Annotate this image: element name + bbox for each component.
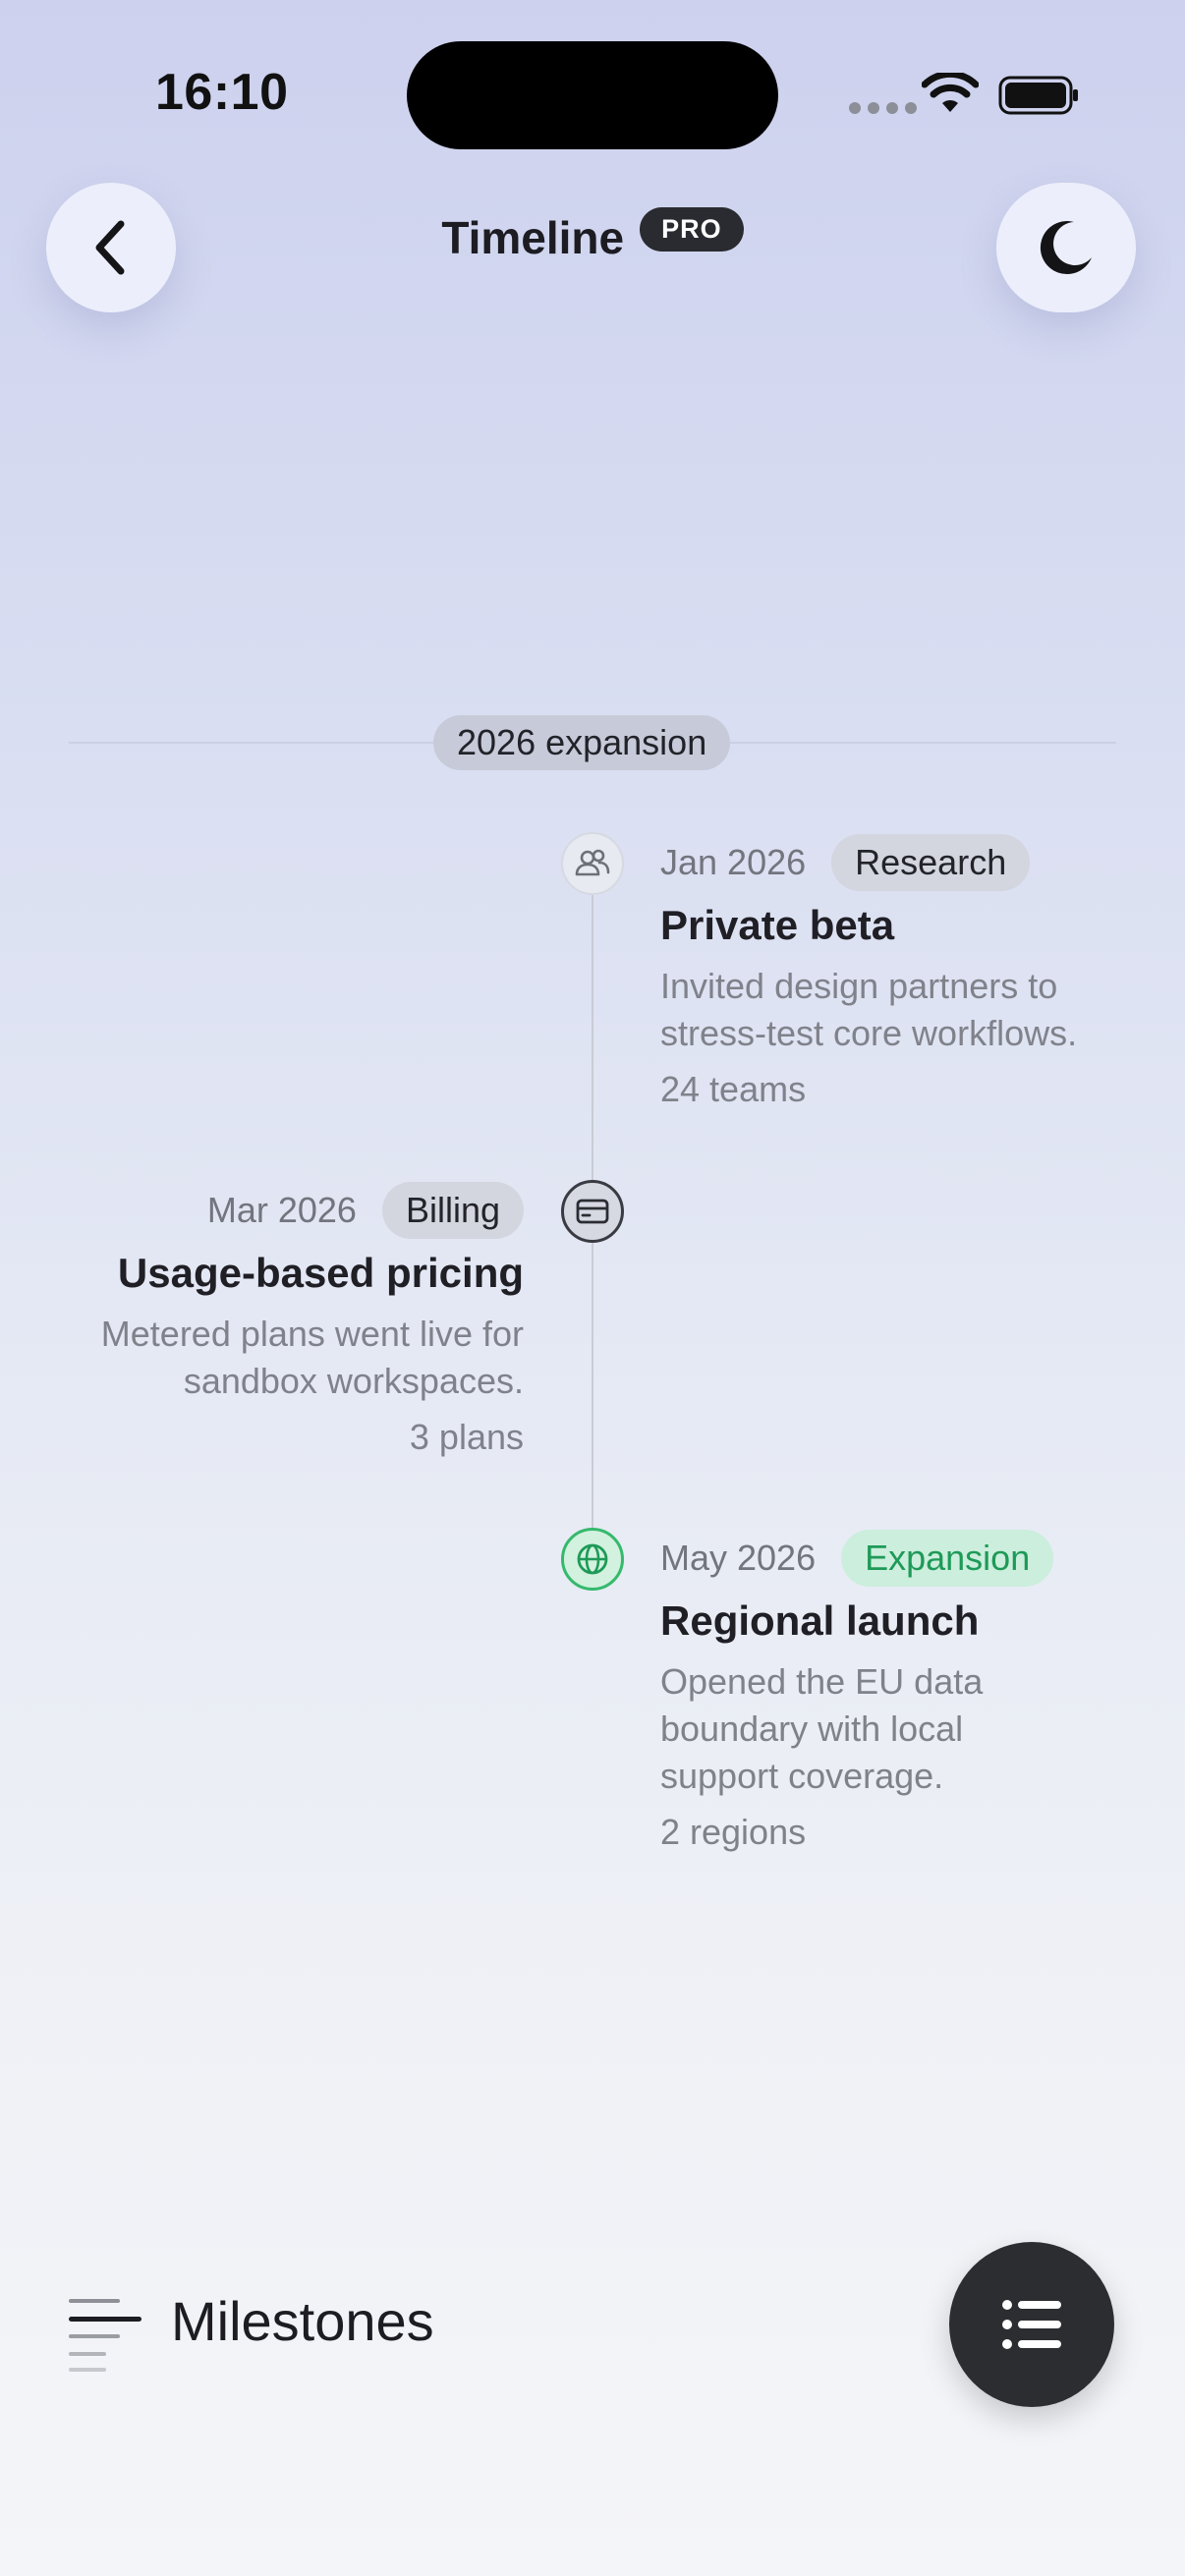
globe-icon [577, 1543, 608, 1575]
theme-toggle-button[interactable] [996, 183, 1136, 312]
timeline-entry-regional-launch[interactable]: May 2026 Expansion Regional launch Opene… [660, 1529, 1073, 1853]
entry-title: Private beta [660, 902, 895, 948]
entry-meta: Jan 2026 Research [660, 833, 1152, 892]
entry-date: Mar 2026 [206, 1190, 357, 1230]
back-button[interactable] [46, 183, 176, 312]
header-title-group: Timeline PRO [0, 206, 1185, 264]
timeline-node [561, 1528, 624, 1591]
credit-card-icon [576, 1199, 609, 1224]
timeline-node [561, 832, 624, 895]
cellular-signal-icon [849, 102, 917, 114]
entry-title: Regional launch [660, 1597, 980, 1644]
entry-description: Opened the EU data boundary with local s… [660, 1661, 984, 1796]
list-view-button[interactable] [949, 2242, 1114, 2407]
entry-description: Invited design partners to stress-test c… [660, 966, 1078, 1053]
battery-icon [998, 76, 1078, 115]
timeline-entry-private-beta[interactable]: Jan 2026 Research Private beta Invited d… [660, 833, 1152, 1110]
dynamic-island [407, 41, 778, 149]
entry-count: 24 teams [660, 1069, 807, 1109]
entry-count: 2 regions [660, 1812, 807, 1852]
entry-tag: Billing [381, 1182, 524, 1239]
list-icon [1002, 2300, 1061, 2349]
chevron-left-icon [95, 220, 125, 275]
entry-count: 3 plans [409, 1417, 524, 1457]
users-icon [575, 849, 610, 876]
timeline-entry-usage-based-pricing[interactable]: Mar 2026 Billing Usage-based pricing Met… [39, 1181, 524, 1458]
wifi-icon [922, 73, 979, 112]
milestones-label: Milestones [171, 2290, 434, 2352]
entry-tag: Expansion [841, 1530, 1054, 1587]
section-label: 2026 expansion [433, 715, 731, 770]
entry-description: Metered plans went live for sandbox work… [100, 1314, 524, 1401]
entry-date: May 2026 [660, 1538, 817, 1578]
entry-tag: Research [831, 834, 1031, 891]
entry-meta: May 2026 Expansion [660, 1529, 1073, 1588]
milestones-icon [69, 2299, 141, 2372]
moon-icon [1040, 221, 1092, 275]
status-time: 16:10 [155, 64, 289, 121]
timeline-node [561, 1180, 624, 1243]
page-title: Timeline [441, 212, 625, 263]
entry-date: Jan 2026 [660, 842, 807, 882]
entry-meta: Mar 2026 Billing [39, 1181, 524, 1240]
entry-title: Usage-based pricing [117, 1250, 524, 1296]
pro-badge: PRO [640, 206, 744, 252]
